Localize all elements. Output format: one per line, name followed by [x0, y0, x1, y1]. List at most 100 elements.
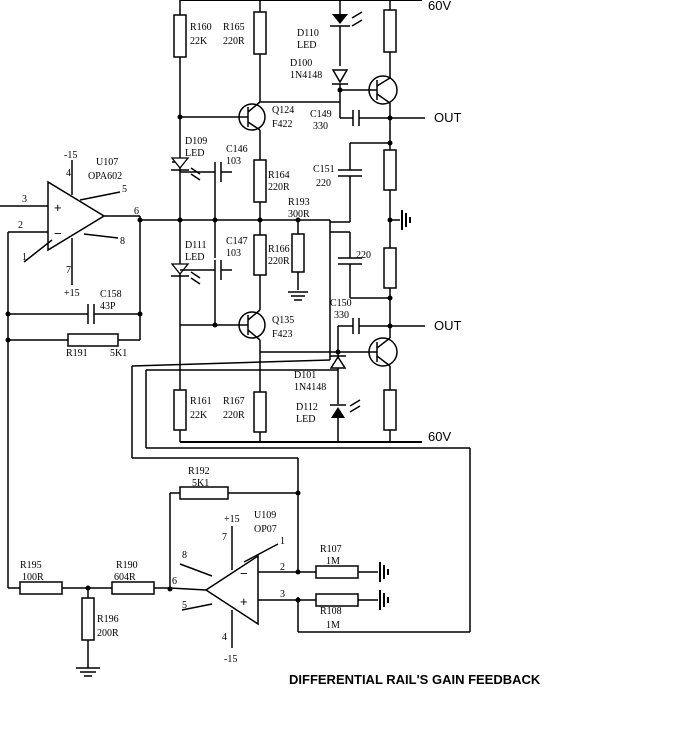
r165-resistor	[253, 0, 267, 102]
c151-val: 220	[316, 178, 331, 189]
junction-drive	[177, 217, 183, 223]
d112-val: LED	[296, 414, 315, 425]
r196-resistor	[76, 588, 100, 677]
r193-val: 300R	[288, 209, 310, 220]
out-bottom-label: OUT	[434, 318, 462, 333]
r165-ref: R165	[223, 22, 245, 33]
d111-ref: D111	[185, 240, 206, 251]
bottom-rail-label: 60V	[428, 429, 451, 444]
r193-ref: R193	[288, 197, 310, 208]
out-top-label: OUT	[434, 110, 462, 125]
q124-transistor	[180, 100, 341, 131]
r196-val: 200R	[97, 628, 119, 639]
d110-val: LED	[297, 40, 316, 51]
q135-transistor	[180, 309, 338, 353]
sense-line-a	[131, 359, 331, 493]
c147-val: 103	[226, 248, 241, 259]
u107-pin8: 8	[120, 236, 125, 247]
u107-pin7: 7	[66, 265, 71, 276]
r160-resistor	[173, 14, 187, 58]
r167-val: 220R	[223, 410, 245, 421]
r166-resistor-left	[253, 220, 267, 310]
u109-opamp: − +	[179, 526, 298, 648]
junction-r192	[295, 490, 301, 496]
d112-led	[330, 399, 361, 442]
c158-ref: C158	[100, 289, 122, 300]
d111-led	[170, 263, 201, 285]
u107-feedback	[7, 220, 141, 588]
top-rail-label: 60V	[428, 0, 451, 13]
junction-q124-base	[177, 114, 183, 120]
junction-c150	[387, 295, 393, 301]
svg-text:+: +	[240, 594, 248, 609]
c151-capacitor	[330, 142, 390, 223]
r191-ref: R191	[66, 348, 88, 359]
d100-val: 1N4148	[290, 70, 322, 81]
upper-output-transistor	[340, 75, 398, 118]
r166-val: 220R	[268, 256, 290, 267]
d101-diode	[329, 352, 347, 404]
r108-ref: R108	[320, 606, 342, 617]
d110-led	[330, 0, 363, 66]
u107-part: OPA602	[88, 171, 122, 182]
r191-val: 5K1	[110, 348, 127, 359]
r195-val: 100R	[22, 572, 44, 583]
junction-r196	[85, 585, 91, 591]
ground-symbol-right	[390, 210, 411, 230]
d100-diode	[331, 69, 349, 100]
junction-c151	[387, 140, 393, 146]
r195-ref: R195	[20, 560, 42, 571]
r107-resistor	[298, 562, 389, 582]
upper-right-resistor	[383, 0, 397, 78]
r164-ref: R164	[268, 170, 290, 181]
r167-ref: R167	[223, 396, 245, 407]
r167-resistor	[253, 352, 267, 442]
r161-ref: R161	[190, 396, 212, 407]
r195-resistor	[8, 581, 112, 595]
r167-mid-ref: R166	[268, 244, 290, 255]
r164-val: 220R	[268, 182, 290, 193]
r160-val: 22K	[190, 36, 208, 47]
u109-pin7: 7	[222, 532, 227, 543]
u107-pos-supply: +15	[64, 288, 80, 299]
d109-led	[170, 157, 201, 181]
q135-val: F423	[272, 329, 293, 340]
r190-val: 604R	[114, 572, 136, 583]
d111-val: LED	[185, 252, 204, 263]
u109-neg-supply: -15	[224, 654, 237, 665]
d109-ref: D109	[185, 136, 207, 147]
u107-pin2: 2	[18, 220, 23, 231]
right-resistor-lower	[383, 220, 397, 338]
u109-pin3: 3	[280, 589, 285, 600]
r161-val: 22K	[190, 410, 208, 421]
r192-val: 5K1	[192, 478, 209, 489]
u107-pin3: 3	[22, 194, 27, 205]
lower-right-resistor	[383, 389, 397, 442]
d109-val: LED	[185, 148, 204, 159]
r192-ref: R192	[188, 466, 210, 477]
c146-ref: C146	[226, 144, 248, 155]
u107-pin6: 6	[134, 206, 139, 217]
u107-pin5: 5	[122, 184, 127, 195]
r161-resistor	[173, 389, 187, 431]
junction-r108	[295, 597, 301, 603]
d101-ref: D101	[294, 370, 316, 381]
r190-ref: R190	[116, 560, 138, 571]
u109-pin8: 8	[182, 550, 187, 561]
r108-val: 1M	[326, 620, 340, 631]
r196-ref: R196	[97, 614, 119, 625]
u109-part: OP07	[254, 524, 277, 535]
q135-ref: Q135	[272, 315, 294, 326]
junction-r166	[295, 217, 301, 223]
r107-val: 1M	[326, 556, 340, 567]
u109-pin2: 2	[280, 562, 285, 573]
c150-val: 330	[334, 310, 349, 321]
q124-ref: Q124	[272, 105, 294, 116]
u109-pin4: 4	[222, 632, 227, 643]
svg-text:−: −	[54, 226, 62, 241]
c150-ref: C150	[330, 298, 352, 309]
mid-capacitor-220	[330, 231, 390, 299]
q124-val: F422	[272, 119, 293, 130]
u107-pin4: 4	[66, 168, 71, 179]
